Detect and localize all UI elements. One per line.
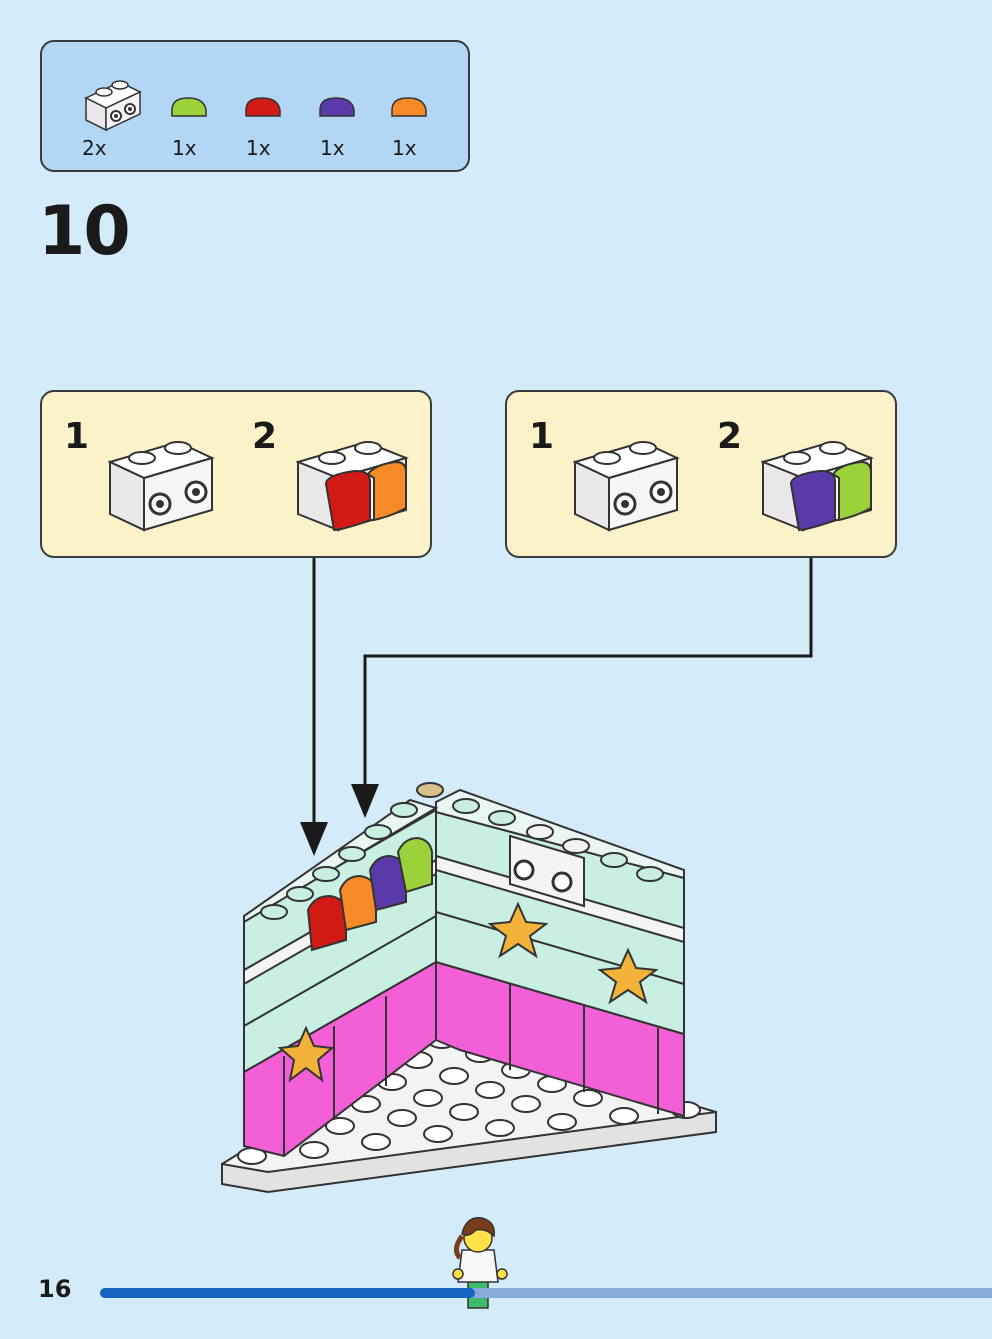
white-brick-icon <box>108 440 215 532</box>
part-lime-tile: 1x <box>168 60 238 170</box>
progress-bar <box>100 1288 992 1298</box>
sub-step-label: 2 <box>252 416 278 457</box>
star-decoration-icon <box>277 901 659 1083</box>
brick-with-tiles-icon <box>296 440 410 532</box>
installed-tiles <box>306 836 433 952</box>
red-round-tile-icon <box>245 97 281 117</box>
part-orange-tile: 1x <box>388 60 458 170</box>
arrow-left-icon <box>300 558 328 856</box>
part-qty: 1x <box>246 136 271 160</box>
part-qty: 1x <box>320 136 345 160</box>
progress-bar-fill <box>100 1288 475 1298</box>
brick-with-tiles-icon <box>761 440 875 532</box>
purple-round-tile-icon <box>319 97 355 117</box>
part-qty: 1x <box>392 136 417 160</box>
parts-callout: 2x 1x 1x 1x 1x <box>40 40 470 172</box>
arrow-right-icon <box>351 558 813 818</box>
white-brick-icon <box>573 440 680 532</box>
lime-round-tile-icon <box>171 97 207 117</box>
white-brick-icon <box>84 80 142 132</box>
minifigure-icon <box>452 1217 508 1309</box>
sub-step-label: 1 <box>64 416 90 457</box>
orange-round-tile-icon <box>391 97 427 117</box>
sub-assembly-right: 1 2 <box>505 390 897 558</box>
step-number: 10 <box>38 192 131 271</box>
sub-step-label: 1 <box>529 416 555 457</box>
page-number: 16 <box>38 1275 72 1303</box>
part-qty: 2x <box>82 136 107 160</box>
part-white-brick: 2x <box>80 60 150 170</box>
sub-assembly-left: 1 2 <box>40 390 432 558</box>
wall-studs <box>260 782 664 920</box>
part-qty: 1x <box>172 136 197 160</box>
part-red-tile: 1x <box>242 60 312 170</box>
part-purple-tile: 1x <box>316 60 386 170</box>
sub-step-label: 2 <box>717 416 743 457</box>
